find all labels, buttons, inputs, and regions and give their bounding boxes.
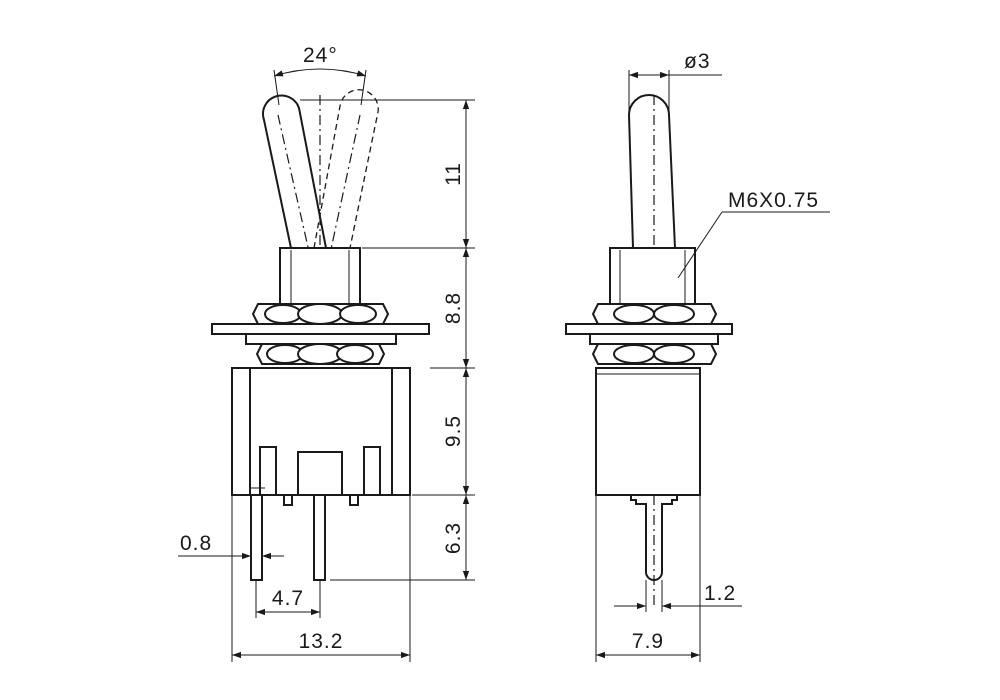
- thread-label: M6X0.75: [728, 189, 819, 212]
- front-body: [231, 367, 411, 496]
- terminal-width-label: 0.8: [180, 532, 212, 555]
- side-upper-nut: [591, 303, 718, 325]
- angle-label: 24°: [303, 44, 338, 67]
- front-lever-solid: [262, 94, 327, 249]
- front-mounting-plate: [211, 323, 430, 335]
- lever-axis-left: [277, 114, 321, 301]
- side-dimensions: ø3 1.2 7.9: [595, 50, 742, 662]
- terminal-pitch-label: 4.7: [272, 587, 304, 610]
- terminal-thickness-label: 1.2: [704, 582, 736, 605]
- side-terminal: [630, 495, 678, 581]
- front-upper-nut: [251, 303, 390, 325]
- side-lever: [627, 94, 676, 249]
- front-terminal-middle: [313, 494, 326, 581]
- side-mounting-plate: [565, 323, 733, 335]
- lever-axis-right: [319, 114, 361, 301]
- bushing-height-label: 8.8: [442, 292, 465, 324]
- body-height-label: 9.5: [442, 415, 465, 447]
- lever-diameter-label: ø3: [684, 50, 711, 73]
- front-lower-nut: [255, 343, 386, 365]
- lever-length-label: 11: [442, 162, 465, 186]
- body-width-label: 13.2: [299, 630, 344, 653]
- front-lever-dashed: [313, 89, 379, 249]
- front-bushing: [279, 247, 361, 306]
- front-lock-washer: [245, 333, 397, 345]
- side-body: [595, 367, 701, 496]
- side-lock-washer: [589, 333, 719, 345]
- side-view: M6X0.75: [565, 94, 830, 608]
- body-depth-label: 7.9: [632, 630, 664, 653]
- side-bushing: [609, 247, 696, 306]
- side-lower-nut: [591, 343, 718, 365]
- front-terminal-left: [250, 494, 263, 581]
- front-dimensions: 24° 11 8.8 9.5 6.3 0.8 4.7 13.2: [178, 44, 475, 662]
- terminal-length-label: 6.3: [442, 522, 465, 554]
- front-view: [211, 89, 430, 581]
